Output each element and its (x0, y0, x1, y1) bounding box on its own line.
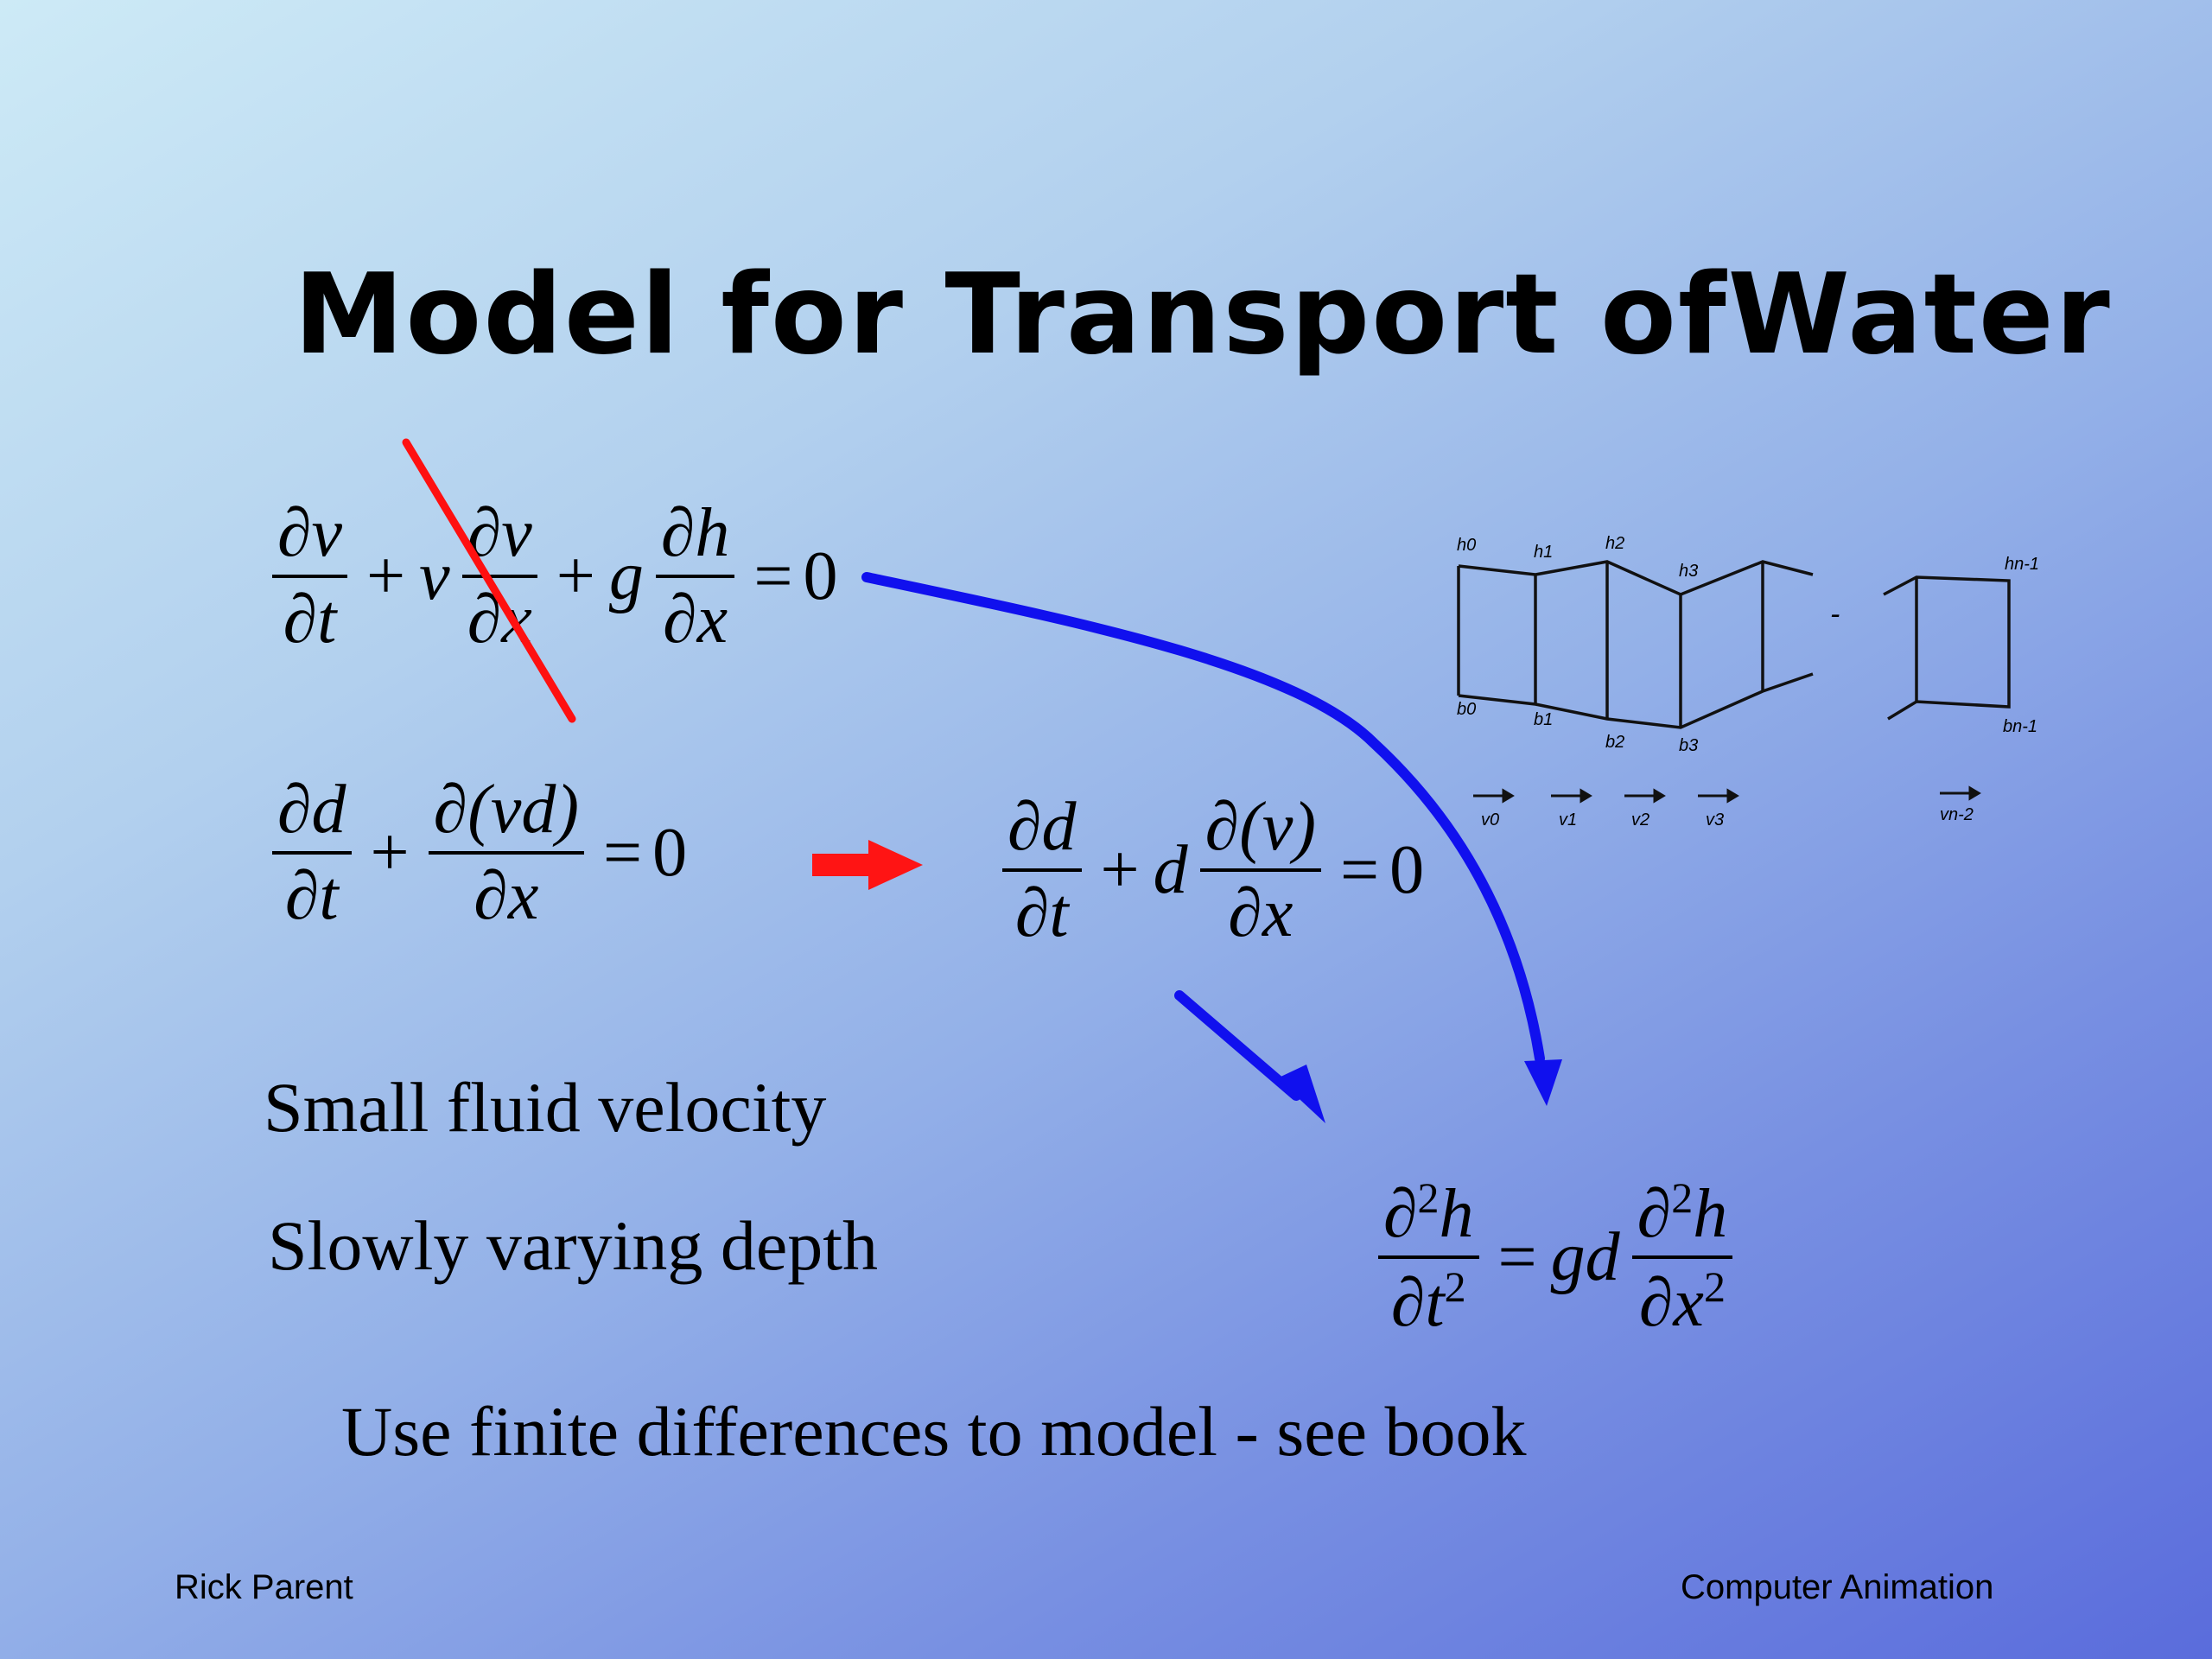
label-h3: h3 (1679, 562, 1699, 581)
finite-differences-note: Use finite differences to model - see bo… (341, 1392, 1527, 1471)
simplified-continuity-equation: ∂d ∂t + d ∂(v) ∂x = 0 (994, 791, 1424, 950)
eq3-frac-dd-dt: ∂d ∂t (1002, 791, 1082, 950)
label-b0: b0 (1457, 700, 1477, 719)
diagram-gap-mark: - (1830, 598, 1840, 631)
footer-author: Rick Parent (175, 1568, 353, 1606)
eq4-frac-right: ∂2h ∂x2 (1631, 1175, 1733, 1339)
eq1-frac-dv-dt: ∂v ∂t (272, 497, 348, 656)
label-v2: v2 (1631, 810, 1650, 830)
eq2-frac-dvd-dx: ∂(vd) ∂x (428, 773, 584, 932)
label-v1: v1 (1559, 810, 1578, 830)
label-b2: b2 (1605, 733, 1625, 752)
blue-short-arrow (1174, 990, 1325, 1123)
footer-course: Computer Animation (1681, 1568, 1994, 1606)
assumption-small-velocity: Small fluid velocity (264, 1068, 827, 1147)
eq4-frac-left: ∂2h ∂t2 (1378, 1175, 1479, 1339)
label-v3: v3 (1706, 810, 1725, 830)
red-strike-line (402, 438, 576, 723)
label-b1: b1 (1534, 710, 1554, 729)
momentum-equation: ∂v ∂t + v ∂v ∂x + g ∂h ∂x = 0 (264, 497, 838, 656)
wave-equation: ∂2h ∂t2 = gd ∂2h ∂x2 (1370, 1175, 1741, 1339)
label-h0: h0 (1457, 536, 1477, 555)
blue-curved-arrow (861, 572, 1562, 1106)
label-bn-1: bn-1 (2003, 717, 2038, 736)
label-b3: b3 (1679, 736, 1699, 755)
label-h1: h1 (1534, 543, 1554, 562)
eq2-frac-dd-dt: ∂d ∂t (272, 773, 352, 932)
label-h2: h2 (1605, 534, 1625, 553)
eq3-frac-dv-dx: ∂(v) ∂x (1199, 791, 1321, 950)
slide-title: Model for Transport ofWater (294, 251, 2112, 379)
label-vn-2: vn-2 (1940, 805, 1974, 824)
label-hn-1: hn-1 (2005, 555, 2040, 574)
continuity-equation: ∂d ∂t + ∂(vd) ∂x = 0 (264, 773, 687, 932)
eq1-frac-dh-dx: ∂h ∂x (655, 497, 735, 656)
label-v0: v0 (1481, 810, 1500, 830)
water-column-diagram (1457, 560, 2011, 729)
assumption-slow-depth: Slowly varying depth (268, 1206, 879, 1285)
red-arrow-icon (812, 840, 923, 890)
